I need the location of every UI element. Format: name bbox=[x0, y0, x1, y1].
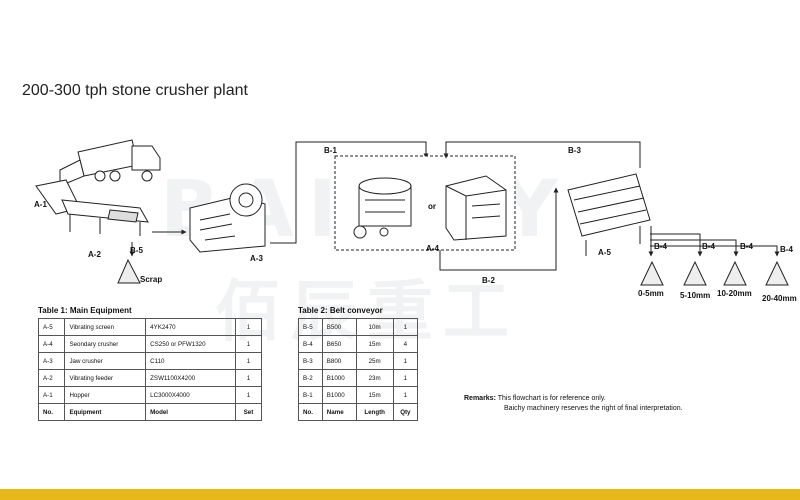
table-cell: A-1 bbox=[37, 386, 66, 404]
table-header-row: No. Name Length Qty bbox=[298, 403, 419, 421]
table-header: Model bbox=[145, 403, 236, 421]
label-b4-4: B-4 bbox=[780, 245, 793, 254]
table-cell: B-4 bbox=[298, 335, 323, 353]
table-header: Set bbox=[234, 403, 263, 421]
table-row: B-5 B500 10m 1 bbox=[298, 318, 419, 336]
table-header: Equipment bbox=[64, 403, 147, 421]
table-cell: 10m bbox=[355, 318, 394, 336]
table-row: A-5 Vibrating screen 4YK2470 1 bbox=[37, 318, 263, 336]
table-cell: CS250 or PFW1320 bbox=[145, 335, 236, 353]
table-cell: B800 bbox=[321, 352, 357, 370]
table-cell: Vibrating feeder bbox=[64, 369, 147, 387]
label-b4-3: B-4 bbox=[740, 242, 753, 251]
table-header-row: No. Equipment Model Set bbox=[37, 403, 263, 421]
remarks: Remarks: This flowchart is for reference… bbox=[464, 395, 734, 412]
table-cell: B500 bbox=[321, 318, 357, 336]
label-product-0-5: 0-5mm bbox=[638, 289, 664, 298]
label-b5: B-5 bbox=[130, 246, 143, 255]
table-cell: Vibrating screen bbox=[64, 318, 147, 336]
table-cell: A-2 bbox=[37, 369, 66, 387]
jaw-crusher-icon bbox=[189, 183, 266, 253]
table-cell: Seondary crusher bbox=[64, 335, 147, 353]
vibrating-screen-icon bbox=[567, 173, 651, 256]
table-cell: 25m bbox=[355, 352, 394, 370]
label-b3: B-3 bbox=[568, 146, 581, 155]
label-a4: A-4 bbox=[426, 244, 439, 253]
table-cell: B-1 bbox=[298, 386, 323, 404]
table-row: B-3 B800 25m 1 bbox=[298, 352, 419, 370]
footer-bar bbox=[0, 489, 800, 500]
table-header: No. bbox=[298, 403, 323, 421]
table-cell: 15m bbox=[355, 335, 394, 353]
label-or: or bbox=[428, 202, 436, 211]
remarks-label: Remarks: bbox=[464, 395, 496, 402]
table-cell: 1 bbox=[392, 352, 419, 370]
scrap-pile-icon bbox=[117, 258, 141, 284]
hopper-feeder-icon bbox=[35, 179, 149, 236]
table-cell: 1 bbox=[234, 335, 263, 353]
table-cell: B-3 bbox=[298, 352, 323, 370]
table-cell: A-5 bbox=[37, 318, 66, 336]
table-row: B-2 B1000 23m 1 bbox=[298, 369, 419, 387]
table-cell: 4 bbox=[392, 335, 419, 353]
label-a2: A-2 bbox=[88, 250, 101, 259]
table-cell: A-3 bbox=[37, 352, 66, 370]
table-row: A-2 Vibrating feeder ZSW1100X4200 1 bbox=[37, 369, 263, 387]
remarks-line2: Baichy machinery reserves the right of f… bbox=[504, 405, 683, 412]
table-cell: Hopper bbox=[64, 386, 147, 404]
label-b1: B-1 bbox=[324, 146, 337, 155]
page-title: 200-300 tph stone crusher plant bbox=[22, 82, 248, 99]
label-product-10-20: 10-20mm bbox=[717, 289, 752, 298]
label-scrap: Scrap bbox=[140, 275, 163, 284]
label-b4-2: B-4 bbox=[702, 242, 715, 251]
table-header: No. bbox=[37, 403, 66, 421]
label-product-5-10: 5-10mm bbox=[680, 291, 711, 300]
table-cell: 1 bbox=[392, 318, 419, 336]
label-a3: A-3 bbox=[250, 254, 263, 263]
table-row: A-1 Hopper LC3000X4000 1 bbox=[37, 386, 263, 404]
table-cell: B-2 bbox=[298, 369, 323, 387]
table-cell: 1 bbox=[392, 369, 419, 387]
table-row: A-4 Seondary crusher CS250 or PFW1320 1 bbox=[37, 335, 263, 353]
table-cell: A-4 bbox=[37, 335, 66, 353]
table-cell: B-5 bbox=[298, 318, 323, 336]
label-product-20-40: 20-40mm bbox=[762, 294, 797, 303]
table-cell: 1 bbox=[234, 318, 263, 336]
table-cell: C110 bbox=[145, 352, 236, 370]
remarks-line1: This flowchart is for reference only. bbox=[497, 395, 606, 402]
cone-crusher-icon bbox=[353, 177, 412, 239]
table1-caption: Table 1: Main Equipment bbox=[38, 306, 132, 315]
table-cell: B1000 bbox=[321, 369, 357, 387]
table-cell: LC3000X4000 bbox=[145, 386, 236, 404]
belt-conveyor-table: B-5 B500 10m 1 B-4 B650 15m 4 B-3 B800 2… bbox=[298, 318, 419, 421]
table-cell: 23m bbox=[355, 369, 394, 387]
table-cell: 1 bbox=[234, 352, 263, 370]
table-row: A-3 Jaw crusher C110 1 bbox=[37, 352, 263, 370]
table-cell: B1000 bbox=[321, 386, 357, 404]
table-header: Name bbox=[321, 403, 357, 421]
impact-crusher-icon bbox=[445, 175, 507, 241]
table-row: B-4 B650 15m 4 bbox=[298, 335, 419, 353]
table-header: Length bbox=[355, 403, 394, 421]
label-a1: A-1 bbox=[34, 200, 47, 209]
table-cell: 15m bbox=[355, 386, 394, 404]
label-b2: B-2 bbox=[482, 276, 495, 285]
table-cell: 4YK2470 bbox=[145, 318, 236, 336]
dump-truck-icon bbox=[59, 139, 161, 187]
label-a5: A-5 bbox=[598, 248, 611, 257]
main-equipment-table: A-5 Vibrating screen 4YK2470 1 A-4 Seond… bbox=[37, 318, 263, 421]
table-cell: ZSW1100X4200 bbox=[145, 369, 236, 387]
table-header: Qty bbox=[392, 403, 419, 421]
label-b4-1: B-4 bbox=[654, 242, 667, 251]
table2-caption: Table 2: Belt conveyor bbox=[298, 306, 383, 315]
table-row: B-1 B1000 15m 1 bbox=[298, 386, 419, 404]
table-cell: 1 bbox=[392, 386, 419, 404]
table-cell: B650 bbox=[321, 335, 357, 353]
table-cell: 1 bbox=[234, 369, 263, 387]
table-cell: Jaw crusher bbox=[64, 352, 147, 370]
table-cell: 1 bbox=[234, 386, 263, 404]
